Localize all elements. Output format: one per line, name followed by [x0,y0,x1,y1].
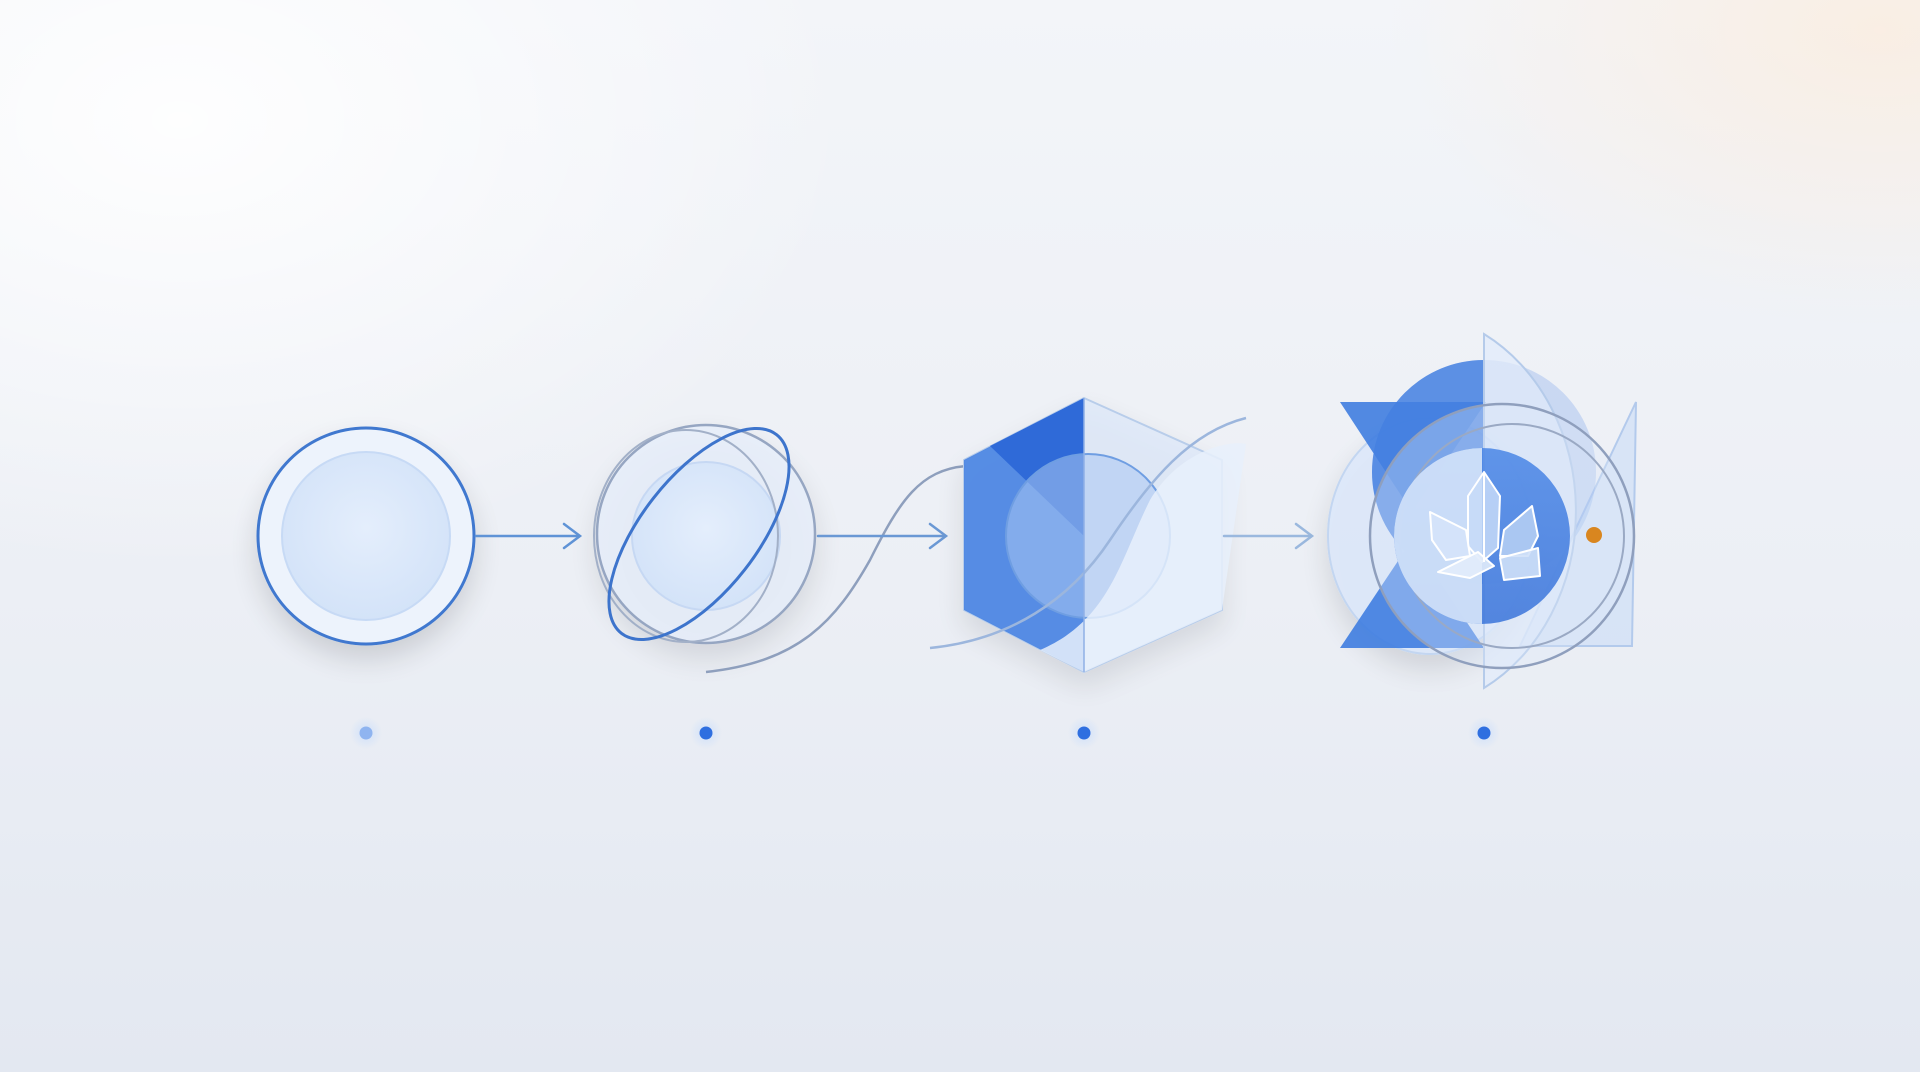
stage-2-orbit-circles [593,423,967,674]
stage-4-bottom-triangle [1340,540,1484,648]
crystal-icon [1429,471,1541,581]
highlight-dot [1586,527,1602,543]
arrow-3 [1222,522,1315,550]
stage-3-wave-fill [1040,443,1246,672]
stage-3-wave-line [929,416,1247,650]
stage-2-overlap-circle [593,429,779,643]
stage-4-marker [1468,717,1500,749]
arrow-1 [474,522,583,550]
stage-1-inner-disc [281,451,451,621]
stage-markers [350,717,1500,749]
stage-2-flow-curve [705,464,967,674]
stage-4-crystal-composite [1327,332,1637,690]
stage-1-single-circle [256,426,476,646]
stage-2-inner-disc [631,461,781,611]
arrow-2 [816,522,949,550]
stage-2-orbit-ring [607,426,791,642]
stage-2-marker [690,717,722,749]
stage-1-marker [350,717,382,749]
stage-3-marker [1068,717,1100,749]
stage-3-hexagon-composite [929,396,1247,674]
